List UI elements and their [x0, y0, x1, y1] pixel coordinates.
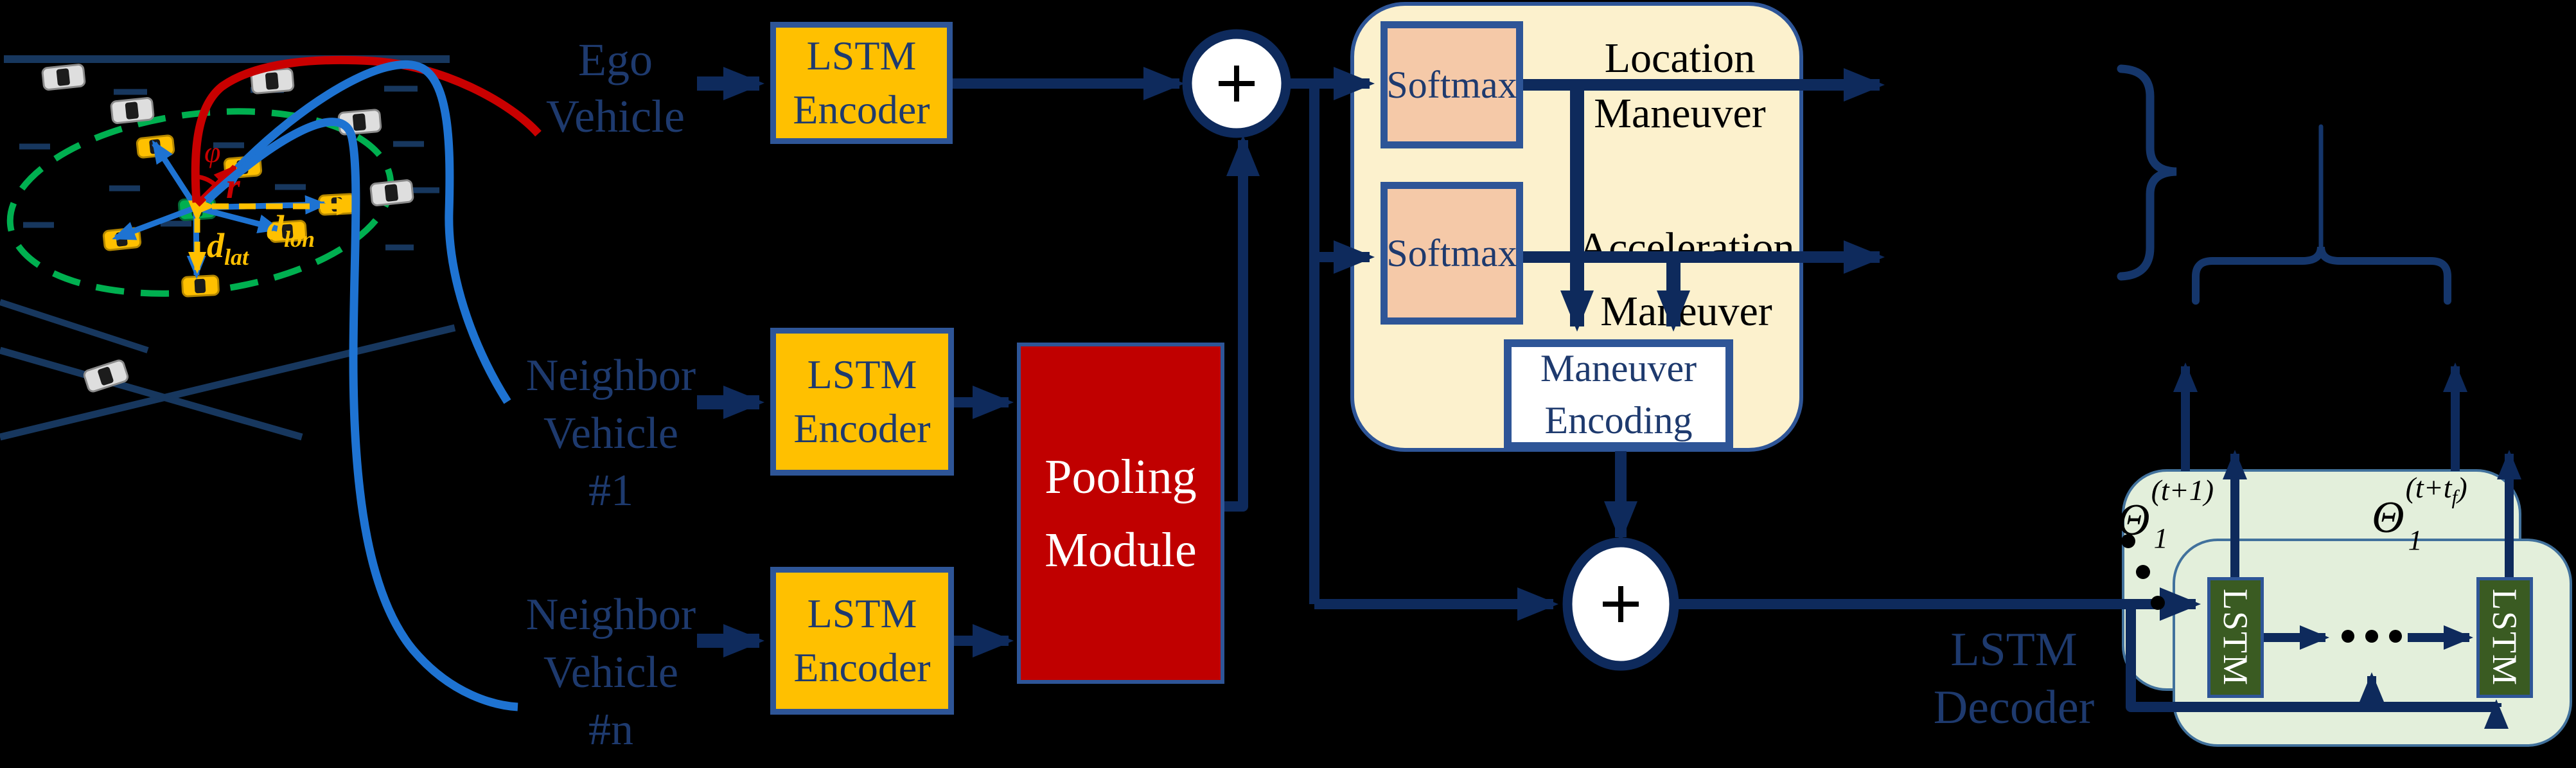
encoder2-line2: Encoder [793, 406, 931, 451]
decoder-lstm-cell-first: LSTM [2207, 577, 2264, 698]
neighbor1-line3: #1 [588, 466, 633, 516]
white-car-icon [83, 359, 129, 393]
maneuver-outputs-brace [2117, 64, 2177, 281]
encoder3-line2: Encoder [793, 645, 931, 690]
pooling-line2: Module [1045, 522, 1197, 577]
r-label: r [226, 166, 241, 206]
road-edge-bottom-1 [0, 324, 456, 441]
road-edge-bottom-3 [0, 299, 149, 353]
trajectory-outputs-brace [2192, 246, 2451, 305]
location-maneuver-label: Location Maneuver [1542, 31, 1818, 141]
softmax-location: Softmax [1381, 21, 1523, 148]
lane-markings [19, 85, 439, 251]
decoder-lstm-cell-last: LSTM [2476, 577, 2533, 698]
pooling-module: Pooling Module [1017, 343, 1224, 684]
horizontal-dots-icon [2365, 630, 2378, 643]
diagonal-dots-icon [2151, 596, 2165, 610]
ego-line1: Ego [578, 34, 653, 85]
plus-icon [1219, 66, 1255, 102]
arrow-pooling-to-sum1 [1224, 135, 1260, 512]
yellow-car-icon [181, 274, 220, 298]
encoder1-line2: Encoder [793, 87, 930, 132]
connectors [697, 67, 2521, 729]
location-line1: Location [1604, 35, 1756, 82]
distance-arrows [188, 197, 358, 274]
decoder-label-line1: LSTM [1950, 623, 2078, 676]
encoding-line2: Encoding [1544, 399, 1693, 442]
plus-icon [1603, 586, 1639, 622]
encoder1-line1: LSTM [806, 32, 917, 78]
neighbor1-line1: Neighbor [525, 351, 696, 400]
softmax-acceleration: Softmax [1381, 182, 1523, 325]
acceleration-line1: Acceleration [1578, 224, 1795, 271]
softmax1-text: Softmax [1386, 63, 1517, 106]
theta1-sub: 1 [2153, 522, 2168, 554]
neighbor-n-line3: #n [588, 705, 633, 755]
encoding-line1: Maneuver [1540, 347, 1697, 389]
neighbor-n-line1: Neighbor [525, 590, 696, 639]
d-lat-label: dlat [207, 226, 249, 270]
horizontal-dots-icon [2389, 630, 2402, 643]
lstm-encoder-neighbor1: LSTM Encoder [770, 328, 954, 476]
diagonal-dots-icon [2121, 534, 2135, 548]
neighbor1-label: Neighbor Vehicle #1 [514, 347, 708, 520]
lstm-decoder-label: LSTM Decoder [1914, 621, 2113, 737]
maneuver-encoding-box: Maneuver Encoding [1504, 339, 1733, 450]
braces [2117, 64, 2451, 305]
ego-vehicle-label: Ego Vehicle [513, 32, 718, 145]
theta1-sup: (t+1) [2151, 474, 2214, 506]
theta2-base: Θ [2372, 493, 2404, 542]
sum-nodes [1182, 29, 1679, 671]
theta-output-first: Θ (t+1) 1 [2117, 476, 2214, 553]
softmax2-text: Softmax [1386, 231, 1517, 274]
theta2-sub: 1 [2408, 524, 2422, 557]
decoder-feedback-line [2126, 604, 2496, 712]
theta-output-last: Θ (t+tf) 1 [2372, 473, 2467, 555]
traffic-scene: φ r dlon dlat [0, 55, 542, 711]
ego-trajectory-curve [191, 55, 542, 203]
neighbor-n-label: Neighbor Vehicle #n [514, 586, 708, 759]
diagonal-dots-icon [2136, 565, 2150, 579]
neighbor-n-line2: Vehicle [543, 647, 678, 697]
location-line2: Maneuver [1594, 89, 1766, 137]
ego-line2: Vehicle [546, 90, 685, 142]
white-car-icon [110, 97, 155, 124]
neighbor-n-trajectory-curve [204, 118, 518, 711]
white-car-icon [369, 179, 414, 206]
white-car-icon [41, 64, 86, 91]
theta2-sup: (t+tf) [2405, 471, 2467, 509]
horizontal-dots-icon [2342, 630, 2354, 643]
d-lon-label: dlon [267, 208, 315, 252]
decoder-label-line2: Decoder [1933, 681, 2095, 735]
lstm-encoder-neighbor-n: LSTM Encoder [770, 567, 954, 715]
encoder2-line1: LSTM [807, 351, 917, 397]
neighbor1-line2: Vehicle [543, 408, 678, 458]
decoder-dots [2121, 534, 2402, 643]
lstm-encoder-ego: LSTM Encoder [770, 22, 953, 144]
road-edge-bottom-2 [0, 346, 303, 441]
neighbor1-trajectory-curve [234, 60, 511, 404]
phi-label: φ [204, 136, 220, 168]
pooling-line1: Pooling [1045, 449, 1197, 504]
encoder3-line1: LSTM [807, 590, 917, 636]
